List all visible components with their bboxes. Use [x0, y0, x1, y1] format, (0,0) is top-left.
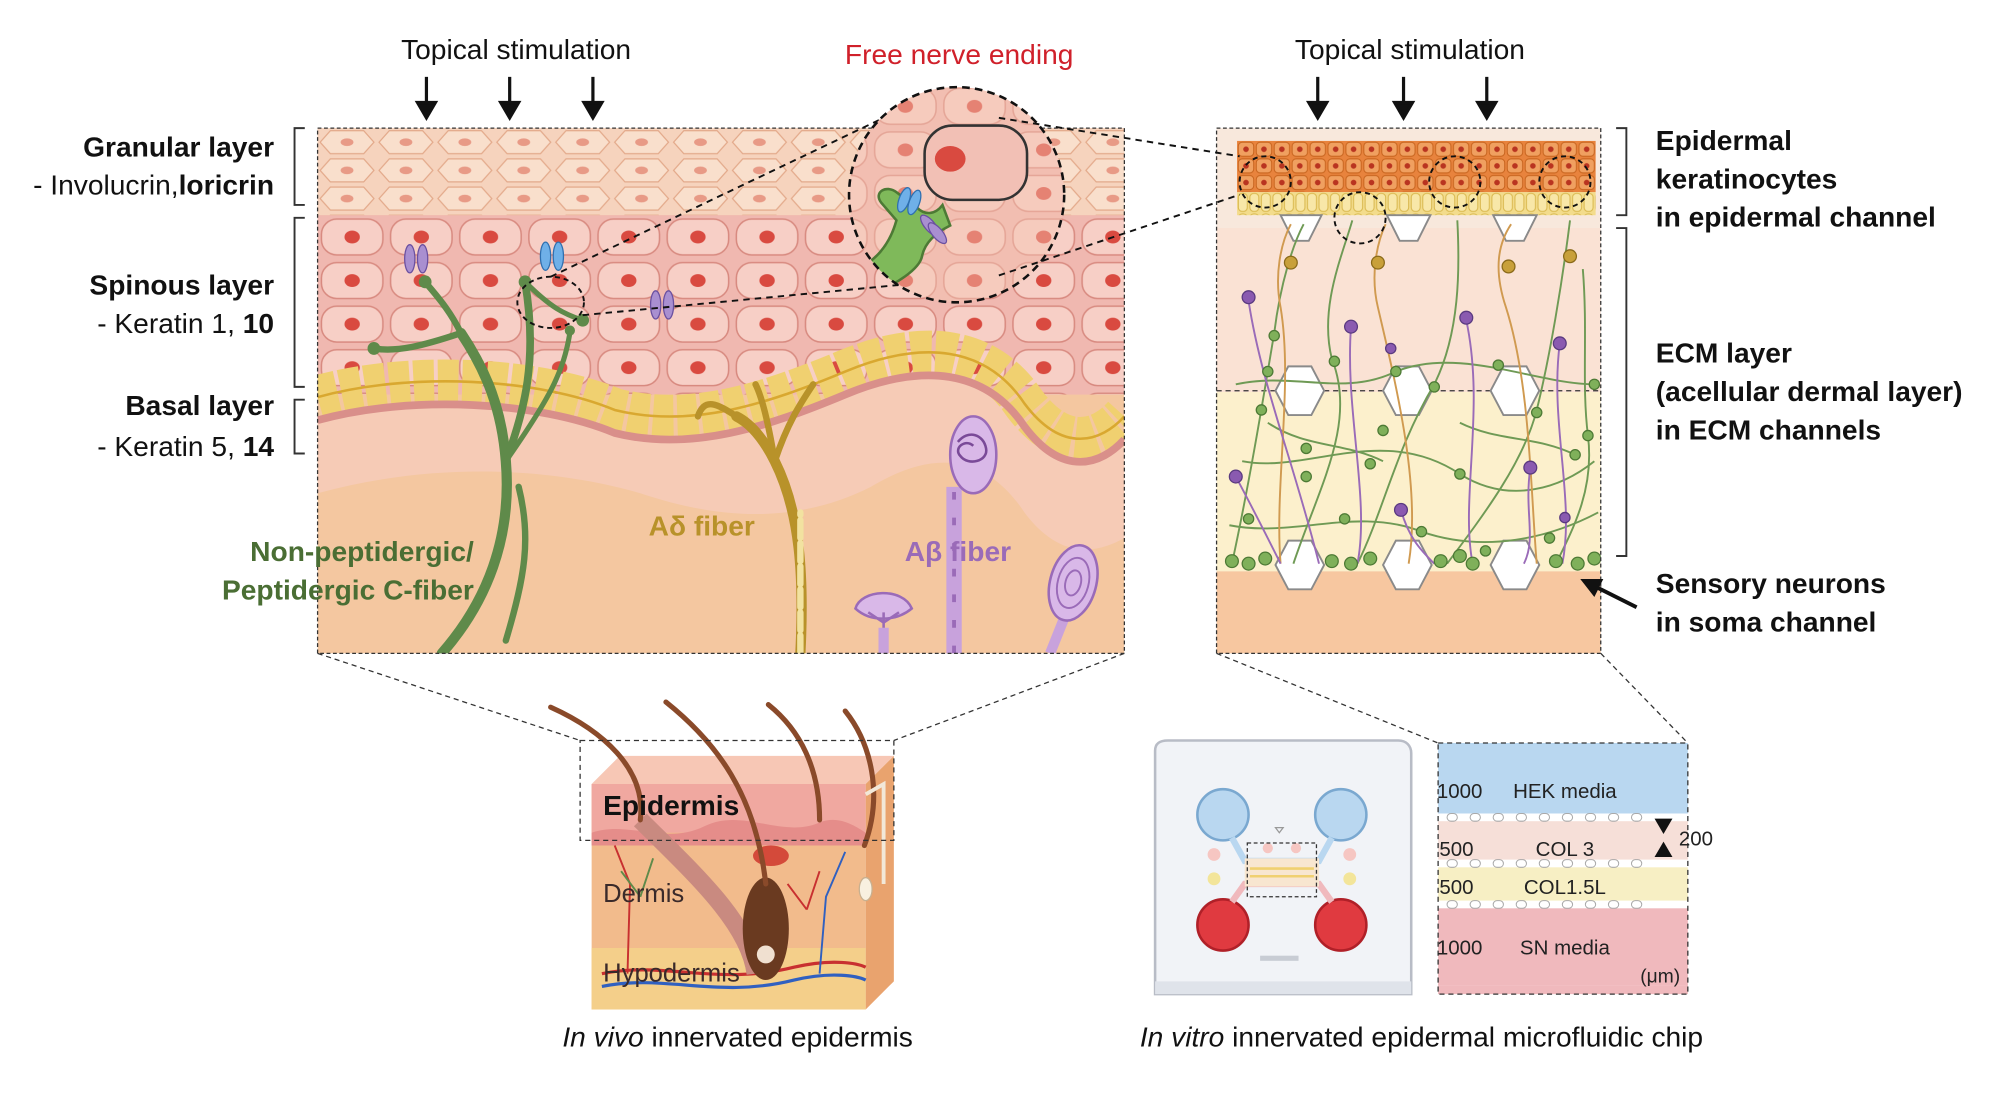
ecm-label-2: (acellular dermal layer)	[1656, 375, 1963, 407]
basal-layer-title: Basal layer	[125, 389, 274, 421]
skin-dermis-label: Dermis	[603, 880, 684, 908]
ecm-label-1: ECM layer	[1656, 337, 1792, 369]
stimulation-arrows-left	[414, 76, 605, 122]
c-fiber-nerve	[370, 277, 586, 654]
skin-zoom-box	[579, 739, 895, 842]
basal-sub-bold: 14	[243, 430, 275, 462]
c-fiber-label-line1: Non-peptidergic/	[250, 535, 474, 567]
sensory-label-1: Sensory neurons	[1656, 567, 1886, 599]
epidermal-label-1: Epidermal	[1656, 124, 1792, 156]
hek-number: 1000	[1437, 780, 1483, 803]
free-nerve-magnifier	[847, 85, 1066, 304]
ecm-label-3: in ECM channels	[1656, 413, 1881, 445]
basal-keratinocyte-row	[1237, 192, 1596, 216]
microfluidic-chip-topview	[1153, 739, 1413, 996]
col15-channel	[1438, 867, 1688, 901]
chip-cross-section	[1216, 128, 1601, 654]
granular-layer-markers: - Involucrin,loricrin	[33, 169, 274, 201]
c-fiber-label-line2: Peptidergic C-fiber	[222, 574, 474, 606]
chip-projection-right	[1600, 652, 1689, 744]
stimulation-arrows-right	[1305, 76, 1499, 122]
neuron-somas	[1224, 249, 1601, 571]
ion-channels	[404, 241, 675, 320]
basal-layer-markers: - Keratin 5, 14	[97, 430, 274, 462]
keratinocyte-cells	[1237, 140, 1596, 193]
topical-label-right: Topical stimulation	[1295, 33, 1525, 65]
epidermal-label-3: in epidermal channel	[1656, 201, 1936, 233]
chip-cross-section-border	[1215, 127, 1602, 655]
gap-value: 200	[1679, 828, 1713, 851]
sensory-arrow	[1580, 579, 1638, 609]
micropillars	[1274, 214, 1541, 591]
caption-in-vivo-rest: innervated epidermis	[644, 1021, 913, 1053]
skin-block-illustration	[548, 699, 894, 1010]
a-beta-fiber	[854, 415, 1099, 654]
layer-brackets	[293, 127, 305, 455]
compare-line-bottom	[998, 193, 1240, 277]
epidermis-diagram-border	[316, 127, 1126, 655]
col15-label: COL1.5L	[1524, 876, 1606, 899]
skin-epidermis-label: Epidermis	[603, 789, 739, 821]
projection-line-right	[893, 652, 1125, 742]
hek-label: HEK media	[1513, 780, 1617, 803]
gap-arrows	[1654, 818, 1673, 858]
unit-label: (μm)	[1640, 967, 1680, 988]
a-delta-fiber	[694, 381, 817, 654]
caption-in-vitro: In vitro innervated epidermal microfluid…	[1140, 1021, 1703, 1053]
a-beta-label: Aβ fiber	[905, 535, 1011, 567]
caption-in-vitro-rest: innervated epidermal microfluidic chip	[1224, 1021, 1703, 1053]
col15-number: 500	[1439, 876, 1473, 899]
spinous-layer-markers: - Keratin 1, 10	[97, 307, 274, 339]
caption-in-vivo-italic: In vivo	[562, 1021, 643, 1053]
spinous-sub-prefix: - Keratin 1,	[97, 307, 243, 339]
basal-sub-prefix: - Keratin 5,	[97, 430, 243, 462]
zoom-line-top	[550, 116, 885, 278]
col3-label: COL 3	[1536, 838, 1594, 861]
spinous-layer-title: Spinous layer	[89, 269, 274, 301]
hek-channel	[1438, 755, 1688, 814]
col3-channel	[1438, 821, 1688, 860]
sn-channel	[1438, 908, 1688, 986]
col3-number: 500	[1439, 838, 1473, 861]
a-beta-neurites	[1234, 300, 1567, 565]
compare-line-top	[998, 116, 1240, 158]
spinous-sub-bold: 10	[243, 307, 274, 339]
chip-projection-left	[1216, 652, 1439, 744]
c-fiber-endings	[367, 275, 590, 355]
sn-label: SN media	[1520, 936, 1611, 959]
projection-line-left	[317, 652, 581, 742]
sn-number: 1000	[1437, 936, 1483, 959]
right-brackets	[1616, 127, 1628, 557]
channel-pillars	[1446, 812, 1643, 909]
granular-layer-title: Granular layer	[83, 130, 274, 162]
a-delta-label: Aδ fiber	[649, 509, 755, 541]
free-nerve-label: Free nerve ending	[845, 38, 1073, 70]
caption-in-vitro-italic: In vitro	[1140, 1021, 1224, 1053]
caption-in-vivo: In vivo innervated epidermis	[562, 1021, 913, 1053]
chip-channels	[1437, 742, 1689, 995]
a-delta-neurites	[1277, 223, 1538, 564]
sensory-label-2: in soma channel	[1656, 606, 1877, 638]
granular-sub-prefix: - Involucrin,	[33, 169, 179, 201]
granular-sub-bold: loricrin	[179, 169, 274, 201]
skin-hypodermis-label: Hypodermis	[603, 959, 740, 987]
topical-label-left: Topical stimulation	[401, 33, 631, 65]
epidermal-label-2: keratinocytes	[1656, 162, 1838, 194]
